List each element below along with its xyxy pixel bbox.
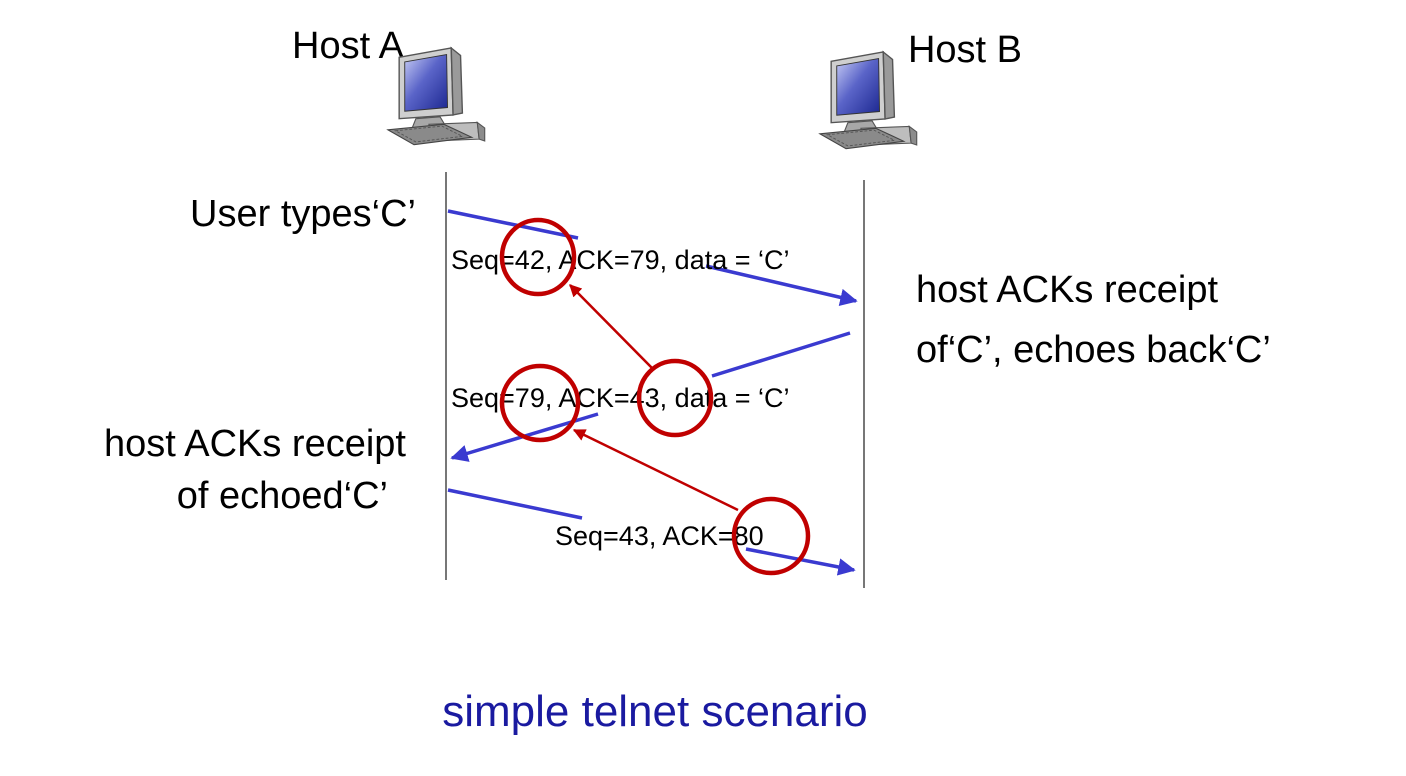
- host-a-label: Host A: [292, 25, 405, 67]
- seq79-highlight-circle: [499, 363, 581, 443]
- ack43-to-seq42-arrow: [569, 284, 653, 369]
- host-a-computer-icon: [387, 47, 486, 146]
- host-a-ack-label-line1: host ACKs receipt: [104, 423, 406, 465]
- seq42-highlight-circle: [499, 217, 577, 297]
- host-a-ack-label-line2: of echoed‘C’: [177, 475, 388, 517]
- segment-3-label: Seq=43, ACK=80: [555, 521, 764, 551]
- user-types-label: User types‘C’: [190, 193, 416, 235]
- segment-1-arrow: [447, 209, 858, 306]
- host-b-ack-label-line2: of‘C’, echoes back‘C’: [916, 329, 1271, 371]
- ack80-highlight-circle: [731, 496, 811, 576]
- host-b-computer-icon: [819, 51, 918, 150]
- ack43-highlight-circle: [636, 358, 714, 438]
- diagram-caption: simple telnet scenario: [442, 687, 868, 736]
- segment-1-label: Seq=42, ACK=79, data = ‘C’: [451, 245, 790, 275]
- host-b-ack-label-line1: host ACKs receipt: [916, 269, 1218, 311]
- ack80-to-seq79-arrow: [572, 428, 739, 512]
- host-b-label: Host B: [908, 29, 1022, 71]
